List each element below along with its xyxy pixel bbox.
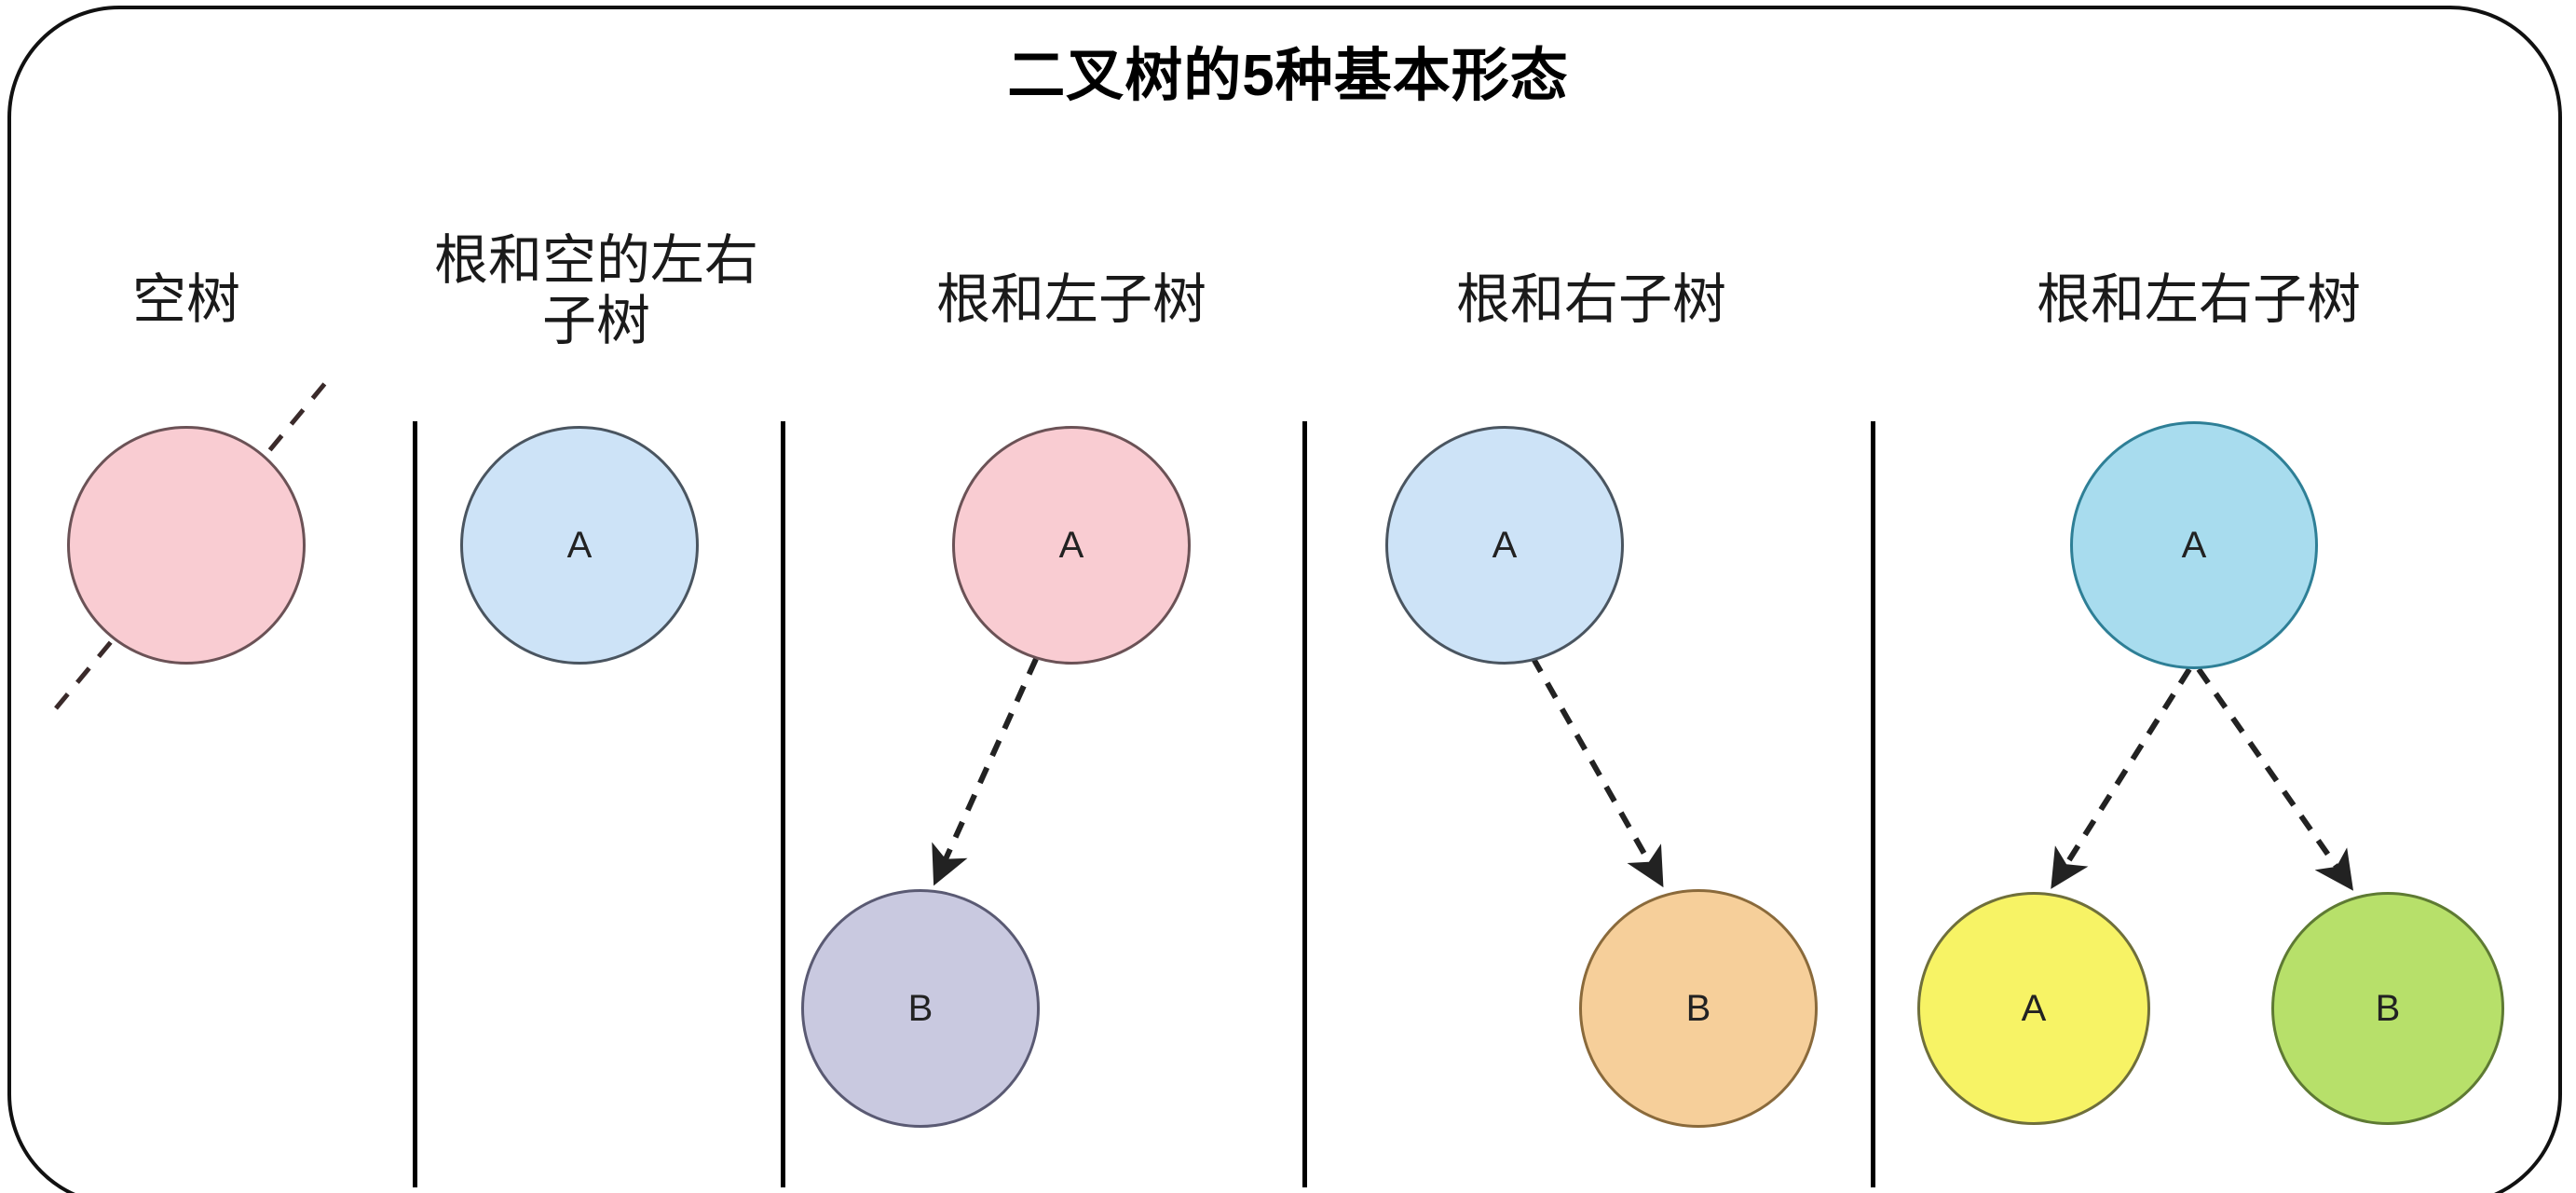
column-caption-root-right-subtree: 根和右子树	[1455, 269, 1726, 330]
tree-node-label: B	[2375, 987, 2401, 1029]
tree-node-label: A	[2181, 524, 2207, 566]
tree-node-label: A	[1058, 524, 1084, 566]
tree-node-root-both-subtrees-n8: A	[1917, 892, 2150, 1125]
column-divider-2	[781, 421, 785, 1187]
tree-node-root-empty-subtrees-n2: A	[460, 426, 699, 665]
column-divider-1	[413, 421, 417, 1187]
column-caption-root-empty-subtrees: 根和空的左右 子树	[433, 230, 758, 351]
tree-node-label: B	[1685, 987, 1711, 1029]
tree-node-label: B	[907, 987, 934, 1029]
tree-node-root-both-subtrees-n7: A	[2070, 421, 2318, 669]
tree-node-root-right-subtree-n6: B	[1579, 889, 1818, 1128]
tree-node-empty-tree-n1	[67, 426, 306, 665]
column-caption-root-left-subtree: 根和左子树	[935, 269, 1206, 330]
column-divider-4	[1871, 421, 1875, 1187]
tree-node-label: A	[2021, 987, 2047, 1029]
tree-node-label: A	[566, 524, 593, 566]
column-caption-empty-tree: 空树	[131, 269, 240, 330]
tree-node-label: A	[1492, 524, 1518, 566]
column-divider-3	[1302, 421, 1307, 1187]
tree-node-root-right-subtree-n5: A	[1385, 426, 1624, 665]
column-caption-root-both-subtrees: 根和左右子树	[2036, 269, 2361, 330]
tree-node-root-left-subtree-n3: A	[952, 426, 1191, 665]
outer-frame	[7, 6, 2562, 1193]
tree-node-root-both-subtrees-n9: B	[2271, 892, 2504, 1125]
tree-node-root-left-subtree-n4: B	[801, 889, 1040, 1128]
page-title: 二叉树的5种基本形态	[1007, 44, 1569, 108]
